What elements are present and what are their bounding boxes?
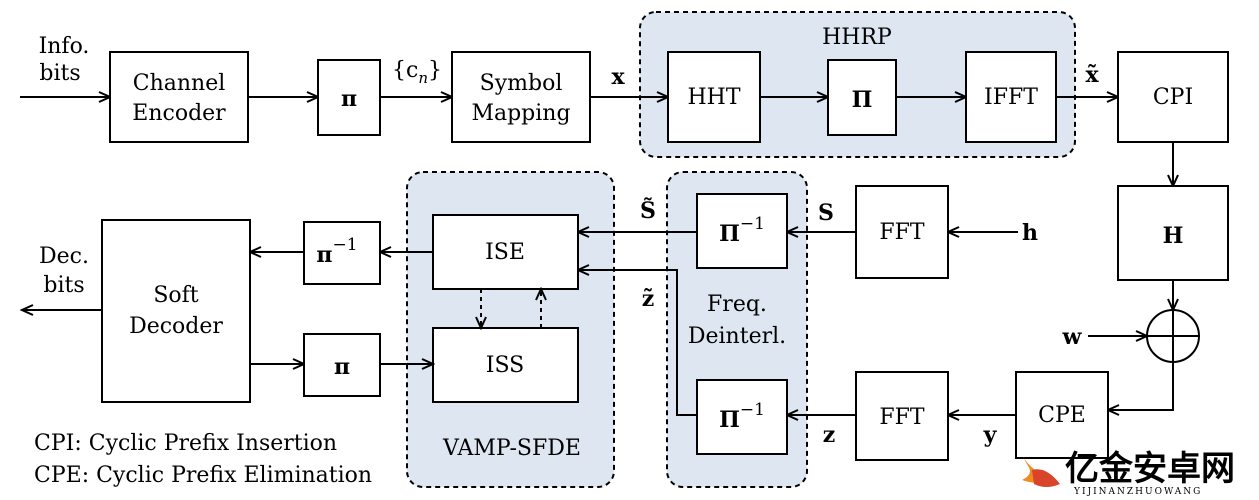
cpe-label: CPE bbox=[1038, 403, 1086, 428]
watermark-text: 亿金安卓网 bbox=[1065, 449, 1235, 489]
soft-decoder-label-2: Decoder bbox=[129, 314, 223, 339]
soft-decoder-block bbox=[101, 219, 251, 403]
signal-w-label: w bbox=[1062, 324, 1083, 350]
signal-x-label: x bbox=[611, 64, 625, 90]
channel-encoder-block bbox=[109, 51, 249, 143]
permutation-label: Π bbox=[852, 87, 873, 113]
interleaver-2-label: π bbox=[334, 354, 350, 380]
legend-cpe: CPE: Cyclic Prefix Elimination bbox=[34, 463, 372, 488]
iss-label: ISS bbox=[486, 353, 524, 378]
info-bits-label-1: Info. bbox=[39, 34, 90, 59]
ifft-label: IFFT bbox=[984, 85, 1038, 110]
info-bits-label-2: bits bbox=[39, 61, 80, 86]
signal-h-label: h bbox=[1022, 220, 1038, 246]
signal-y-label: y bbox=[983, 422, 998, 448]
freq-label-line2: Deinterl. bbox=[688, 324, 786, 349]
fft-top-label: FFT bbox=[879, 220, 925, 245]
cpi-block bbox=[1117, 51, 1229, 143]
deinterleaver-label: π−1 bbox=[316, 235, 357, 268]
hht-block bbox=[667, 51, 761, 143]
ifft-block bbox=[965, 51, 1057, 143]
fft-bottom-label: FFT bbox=[879, 405, 925, 430]
signal-z-label: z bbox=[823, 422, 836, 448]
hht-label: HHT bbox=[687, 85, 740, 110]
deinterleaver-block bbox=[303, 221, 381, 285]
channel-h-label: H bbox=[1163, 223, 1184, 249]
signal-z-tilde-label: z̃ bbox=[642, 286, 655, 312]
signal-S-tilde-label: S̃ bbox=[640, 198, 656, 224]
symbol-mapping-block bbox=[451, 51, 591, 143]
channel-h-block bbox=[1117, 185, 1229, 281]
dec-bits-label-2: bits bbox=[43, 273, 84, 298]
channel-encoder-label-1: Channel bbox=[133, 71, 226, 96]
ise-block bbox=[432, 214, 579, 290]
ise-label: ISE bbox=[485, 240, 525, 265]
watermark-logo bbox=[1022, 455, 1060, 487]
symbol-mapping-label-1: Symbol bbox=[480, 71, 563, 96]
fft-bottom-block bbox=[855, 371, 949, 461]
signal-S-label: S bbox=[818, 200, 834, 226]
interleaver-label: π bbox=[341, 86, 357, 112]
hhrp-label: HHRP bbox=[822, 25, 892, 50]
watermark-subtext: YIJINANZHUOWANG bbox=[1073, 487, 1202, 497]
cpe-block bbox=[1015, 371, 1109, 459]
symbol-mapping-label-2: Mapping bbox=[471, 101, 570, 126]
codeword-label: {cn} bbox=[392, 58, 442, 87]
inverse-permutation-top-block bbox=[696, 193, 788, 269]
soft-decoder-label-1: Soft bbox=[153, 283, 198, 308]
interleaver-2-block bbox=[303, 333, 381, 397]
inverse-permutation-top-label: Π−1 bbox=[719, 214, 765, 247]
inverse-permutation-bottom-label: Π−1 bbox=[719, 400, 765, 433]
freq-label-line1: Freq. bbox=[707, 292, 767, 317]
cpi-label: CPI bbox=[1153, 85, 1193, 110]
legend-cpi: CPI: Cyclic Prefix Insertion bbox=[34, 431, 337, 456]
signal-x-tilde-label: x̃ bbox=[1085, 62, 1099, 88]
inverse-permutation-bottom-block bbox=[696, 379, 788, 455]
dec-bits-label-1: Dec. bbox=[39, 244, 89, 269]
channel-encoder-label-2: Encoder bbox=[132, 101, 226, 126]
vamp-sfde-label: VAMP-SFDE bbox=[442, 436, 581, 461]
